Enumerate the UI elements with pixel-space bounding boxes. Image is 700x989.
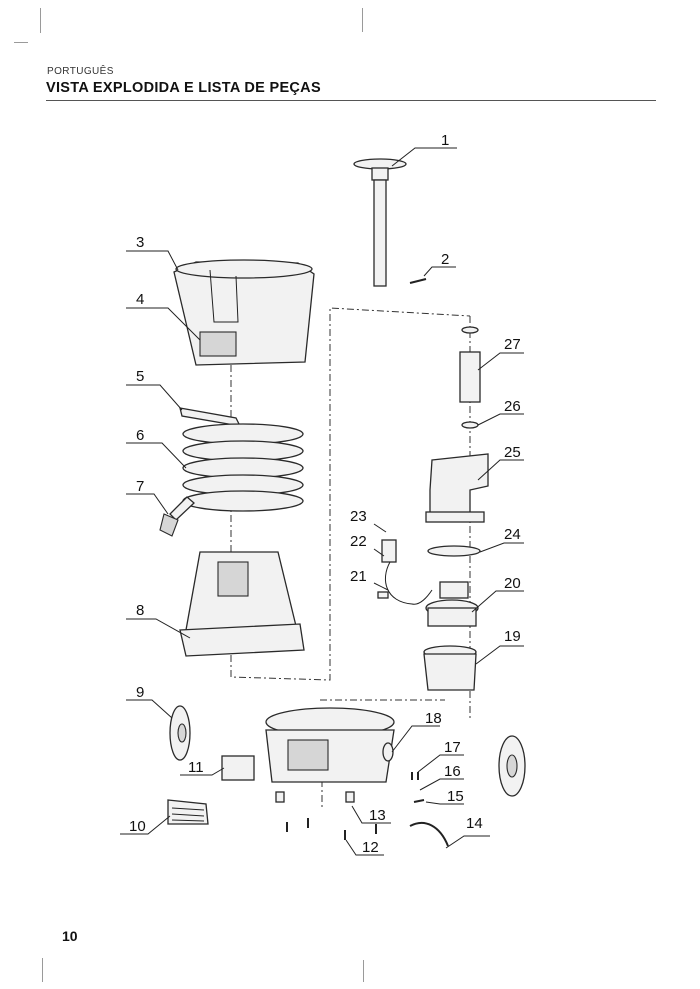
callout-24: 24 — [504, 526, 521, 543]
callout-3: 3 — [136, 234, 144, 251]
hose-part — [159, 407, 304, 537]
callout-11: 11 — [188, 759, 204, 776]
callout-2: 2 — [441, 251, 449, 268]
handle-part — [353, 158, 407, 287]
callout-15: 15 — [447, 788, 464, 805]
callout-10: 10 — [129, 818, 146, 835]
callout-13: 13 — [369, 807, 386, 824]
callout-18: 18 — [425, 710, 442, 727]
switch-and-wiring-part — [377, 539, 433, 605]
crop-mark-left — [14, 42, 28, 43]
label-plate-part — [221, 755, 255, 781]
callout-23: 23 — [350, 508, 367, 525]
language-label: PORTUGUÊS — [47, 66, 114, 77]
callout-21: 21 — [350, 568, 367, 585]
callout-7: 7 — [136, 478, 144, 495]
callout-leader-lines — [120, 147, 524, 856]
callout-9: 9 — [136, 684, 144, 701]
callout-14: 14 — [466, 815, 483, 832]
crop-mark-top-left — [40, 8, 41, 33]
wheel-right-part — [498, 735, 526, 797]
callout-22: 22 — [350, 533, 367, 550]
grille-part — [167, 799, 209, 825]
page-number: 10 — [62, 928, 78, 944]
callout-4: 4 — [136, 291, 144, 308]
callout-6: 6 — [136, 427, 144, 444]
crop-mark-bottom-left — [42, 958, 43, 982]
callout-16: 16 — [444, 763, 461, 780]
crop-mark-bottom-center — [363, 960, 364, 982]
title-rule — [46, 100, 656, 101]
callout-20: 20 — [504, 575, 521, 592]
motor-base-part — [423, 645, 477, 691]
callout-1: 1 — [441, 132, 449, 149]
callout-19: 19 — [504, 628, 521, 645]
motor-part — [425, 581, 479, 627]
wheel-left-part — [169, 705, 191, 761]
callout-26: 26 — [504, 398, 521, 415]
callout-27: 27 — [504, 336, 521, 353]
tank-part — [173, 259, 315, 366]
motor-cover-part — [425, 453, 489, 523]
base-part — [265, 707, 395, 803]
callout-numbers: 1 2 3 4 5 6 7 8 9 10 11 12 13 14 15 16 1… — [129, 132, 521, 856]
callout-17: 17 — [444, 739, 461, 756]
crop-mark-top-center — [362, 8, 363, 32]
cable-part — [409, 821, 449, 847]
callout-8: 8 — [136, 602, 144, 619]
screw-part — [409, 278, 427, 284]
connector-tube-part — [459, 351, 481, 403]
gasket-part — [427, 545, 481, 557]
callout-5: 5 — [136, 368, 144, 385]
callout-25: 25 — [504, 444, 521, 461]
page-title: VISTA EXPLODIDA E LISTA DE PEÇAS — [46, 80, 321, 96]
callout-12: 12 — [362, 839, 379, 856]
filter-housing-part — [179, 551, 305, 657]
small-fasteners-part — [286, 772, 425, 840]
